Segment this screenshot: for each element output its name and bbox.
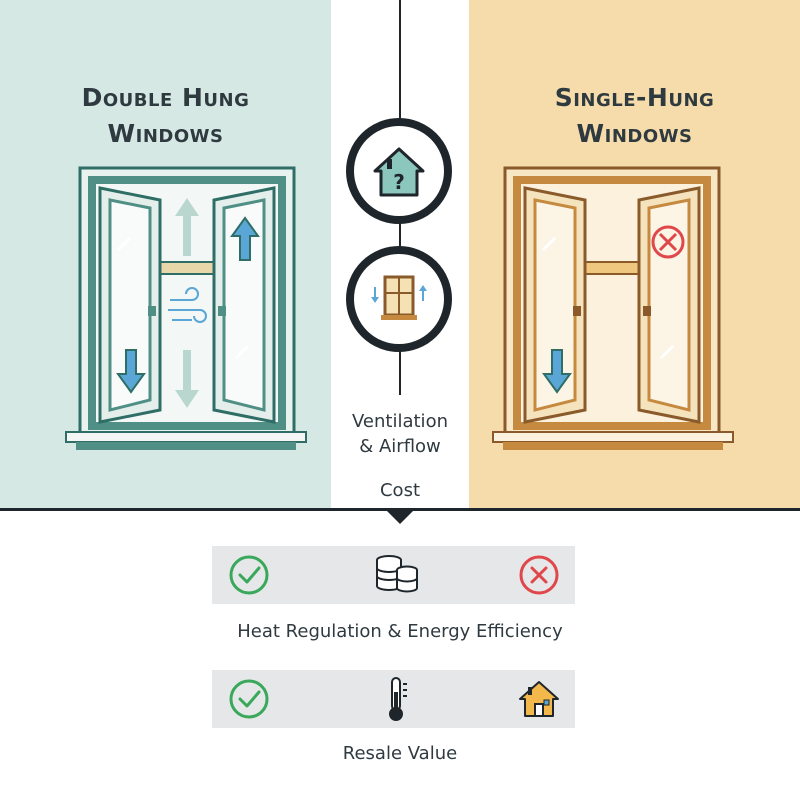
timeline-node-home: ? [346,118,452,224]
heat-regulation-label: Heat Regulation & Energy Efficiency [237,621,563,642]
check-circle-icon [220,670,278,728]
cost-label: Cost [379,480,421,501]
single-hung-window-illustration [492,166,734,450]
cross-circle-icon [510,546,568,604]
double-hung-window-illustration [65,166,307,450]
single-hung-title-line2: Windows [576,119,693,148]
timeline-node-window [346,246,452,352]
single-hung-title-line1: Single-Hung [554,83,715,112]
check-circle-icon [220,546,278,604]
house-icon [510,670,568,728]
double-hung-title: Double Hung Windows [0,80,331,152]
double-hung-panel: Double Hung Windows [0,0,331,508]
double-hung-title-line1: Double Hung [81,83,250,112]
ventilation-label-line2: & Airflow [359,436,441,457]
house-question-icon: ? [373,147,425,197]
coin-stack-icon [367,546,425,604]
double-hung-title-line2: Windows [107,119,224,148]
svg-text:?: ? [393,170,405,194]
comparison-row-1 [212,546,575,604]
single-hung-panel: Single-Hung Windows [469,0,800,508]
comparison-row-2 [212,670,575,728]
ventilation-label-line1: Ventilation [352,411,448,432]
section-divider [0,508,800,511]
resale-value-label: Resale Value [342,743,458,764]
window-arrows-icon [371,275,427,320]
thermometer-icon [367,670,425,728]
divider-pointer [386,510,414,524]
single-hung-title: Single-Hung Windows [469,80,800,152]
